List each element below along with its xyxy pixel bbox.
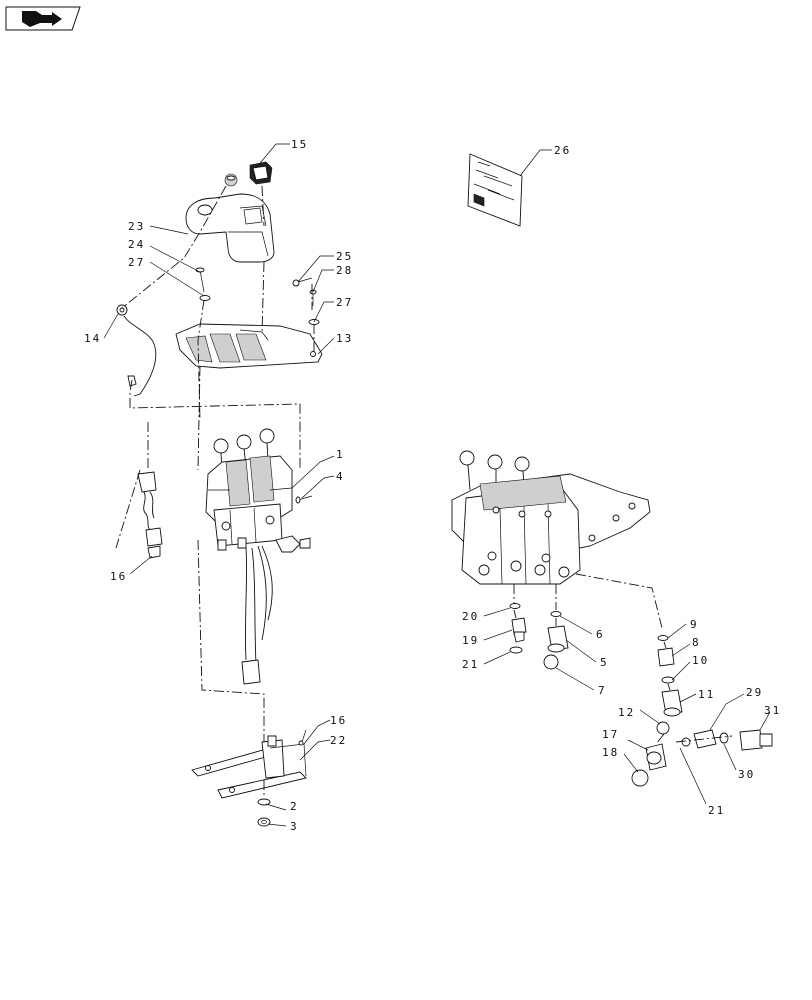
part-console-cover [185,193,275,263]
part-oring-30 [719,732,729,744]
callout-27: 27 [128,256,145,269]
callout-31: 31 [764,704,781,717]
callout-4: 4 [336,470,345,483]
part-seal-12 [656,721,670,735]
callout-13: 13 [336,332,353,345]
part-fitting-8 [657,647,675,667]
part-nut-3 [257,817,271,827]
part-valve-assembly-right [451,450,651,585]
callout-labels: 15 23 24 27 25 28 27 13 14 16 1 4 16 22 … [84,138,781,833]
part-screw-28 [309,289,317,306]
callout-23: 23 [128,220,145,233]
callout-30: 30 [738,768,755,781]
callout-9: 9 [690,618,699,631]
part-oring-21a [509,646,523,654]
callout-16: 16 [110,570,127,583]
part-oring-6 [550,611,562,617]
callout-21: 21 [462,658,479,671]
callout-10: 10 [692,654,709,667]
part-screw-4 [295,495,313,504]
part-fitting-19 [511,617,527,643]
callout-12: 12 [618,706,635,719]
part-joystick-valve-1 [205,428,311,685]
callout-27: 27 [336,296,353,309]
part-oring-9 [657,635,669,641]
callout-19: 19 [462,634,479,647]
callout-2: 2 [290,800,299,813]
callout-18: 18 [602,746,619,759]
part-wire-harness-14 [116,304,157,397]
part-cap [224,173,238,187]
callout-5: 5 [600,656,609,669]
part-fitting-17 [645,743,667,771]
callout-22: 22 [330,734,347,747]
callout-17: 17 [602,728,619,741]
part-decal-26 [467,153,523,227]
callout-26: 26 [554,144,571,157]
book-arrow-icon[interactable] [5,6,81,31]
callout-21: 21 [708,804,725,817]
callout-3: 3 [290,820,299,833]
callout-28: 28 [336,264,353,277]
callout-24: 24 [128,238,145,251]
part-screw-25 [292,277,313,287]
part-tee-fitting-29 [681,729,717,749]
part-screw-24 [195,267,205,293]
part-screw-16 [298,729,307,746]
part-oring-20 [509,603,521,609]
callout-16: 16 [330,714,347,727]
callout-6: 6 [596,628,605,641]
callout-20: 20 [462,610,479,623]
part-switch [249,161,273,185]
leader-lines [103,143,771,827]
callout-25: 25 [336,250,353,263]
callout-1: 1 [336,448,345,461]
part-cap-18 [631,769,649,787]
part-cover-plate [175,323,323,369]
part-coupler-31 [739,729,773,751]
part-washer-2 [257,798,271,806]
part-washer-27a [199,295,211,301]
part-plug-5 [547,625,569,653]
callout-15: 15 [291,138,308,151]
callout-11: 11 [698,688,715,701]
part-oring-10 [661,676,675,684]
callout-8: 8 [692,636,701,649]
part-seal-7 [543,654,559,670]
part-adapter-11 [661,689,683,717]
part-connector-16 [137,471,163,559]
callout-7: 7 [598,684,607,697]
callout-14: 14 [84,332,101,345]
part-bracket-22 [191,735,307,799]
callout-29: 29 [746,686,763,699]
